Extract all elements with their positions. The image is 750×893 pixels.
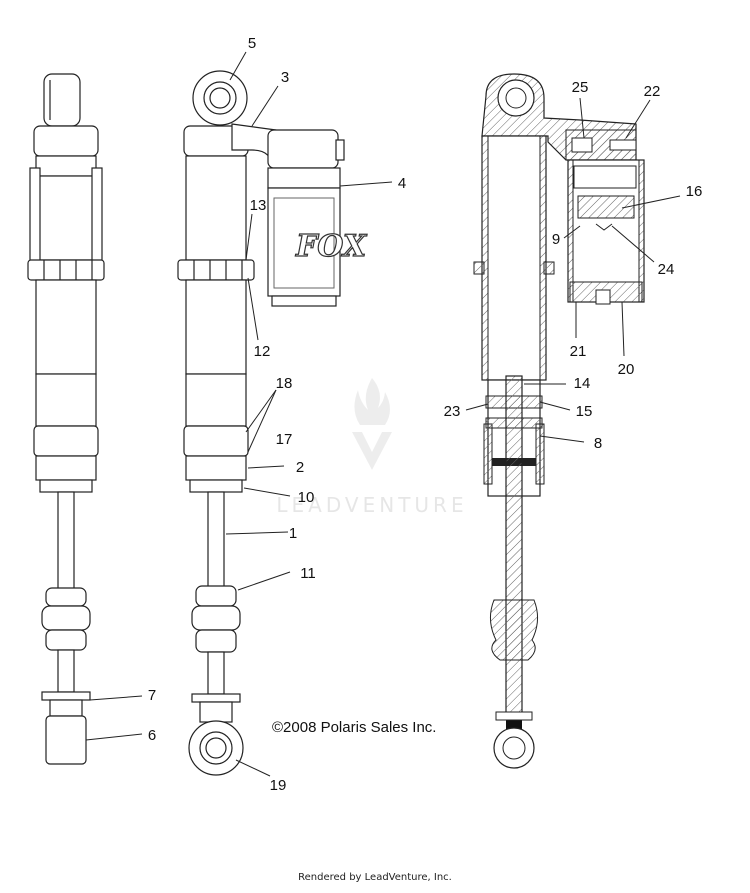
shock-exterior-view-left bbox=[27, 73, 105, 765]
callout-10: 10 bbox=[298, 489, 315, 506]
callout-18: 18 bbox=[276, 375, 293, 392]
footer-credit: Rendered by LeadVenture, Inc. bbox=[298, 872, 452, 883]
copyright-notice: ©2008 Polaris Sales Inc. bbox=[272, 719, 436, 736]
callout-17: 17 bbox=[276, 431, 293, 448]
callout-19: 19 bbox=[270, 777, 287, 794]
callout-3: 3 bbox=[281, 69, 289, 86]
callout-8: 8 bbox=[594, 435, 602, 452]
callout-11: 11 bbox=[300, 565, 316, 582]
callout-22: 22 bbox=[644, 83, 661, 100]
callout-7: 7 bbox=[148, 687, 156, 704]
callout-21: 21 bbox=[570, 343, 587, 360]
callout-25: 25 bbox=[572, 79, 589, 96]
callout-9: 9 bbox=[552, 231, 560, 248]
shock-exterior-view-middle: FOX bbox=[177, 70, 369, 776]
callout-23: 23 bbox=[444, 403, 461, 420]
callout-20: 20 bbox=[618, 361, 635, 378]
shock-cutaway-view bbox=[473, 73, 645, 769]
callout-6: 6 bbox=[148, 727, 156, 744]
watermark-text: LEADVENTURE bbox=[276, 493, 467, 517]
callout-labels: 5 3 4 13 12 18 17 2 10 1 11 7 6 19 25 22… bbox=[148, 35, 703, 794]
callout-24: 24 bbox=[658, 261, 675, 278]
callout-14: 14 bbox=[574, 375, 591, 392]
callout-13: 13 bbox=[250, 197, 267, 214]
callout-1: 1 bbox=[289, 525, 297, 542]
callout-4: 4 bbox=[398, 175, 406, 192]
watermark-logo: LEADVENTURE bbox=[276, 378, 467, 517]
fox-logo: FOX bbox=[295, 229, 368, 264]
callout-15: 15 bbox=[576, 403, 593, 420]
leader-lines bbox=[85, 51, 681, 777]
callout-16: 16 bbox=[686, 183, 703, 200]
callout-2: 2 bbox=[296, 459, 304, 476]
callout-5: 5 bbox=[248, 35, 256, 52]
callout-12: 12 bbox=[254, 343, 271, 360]
